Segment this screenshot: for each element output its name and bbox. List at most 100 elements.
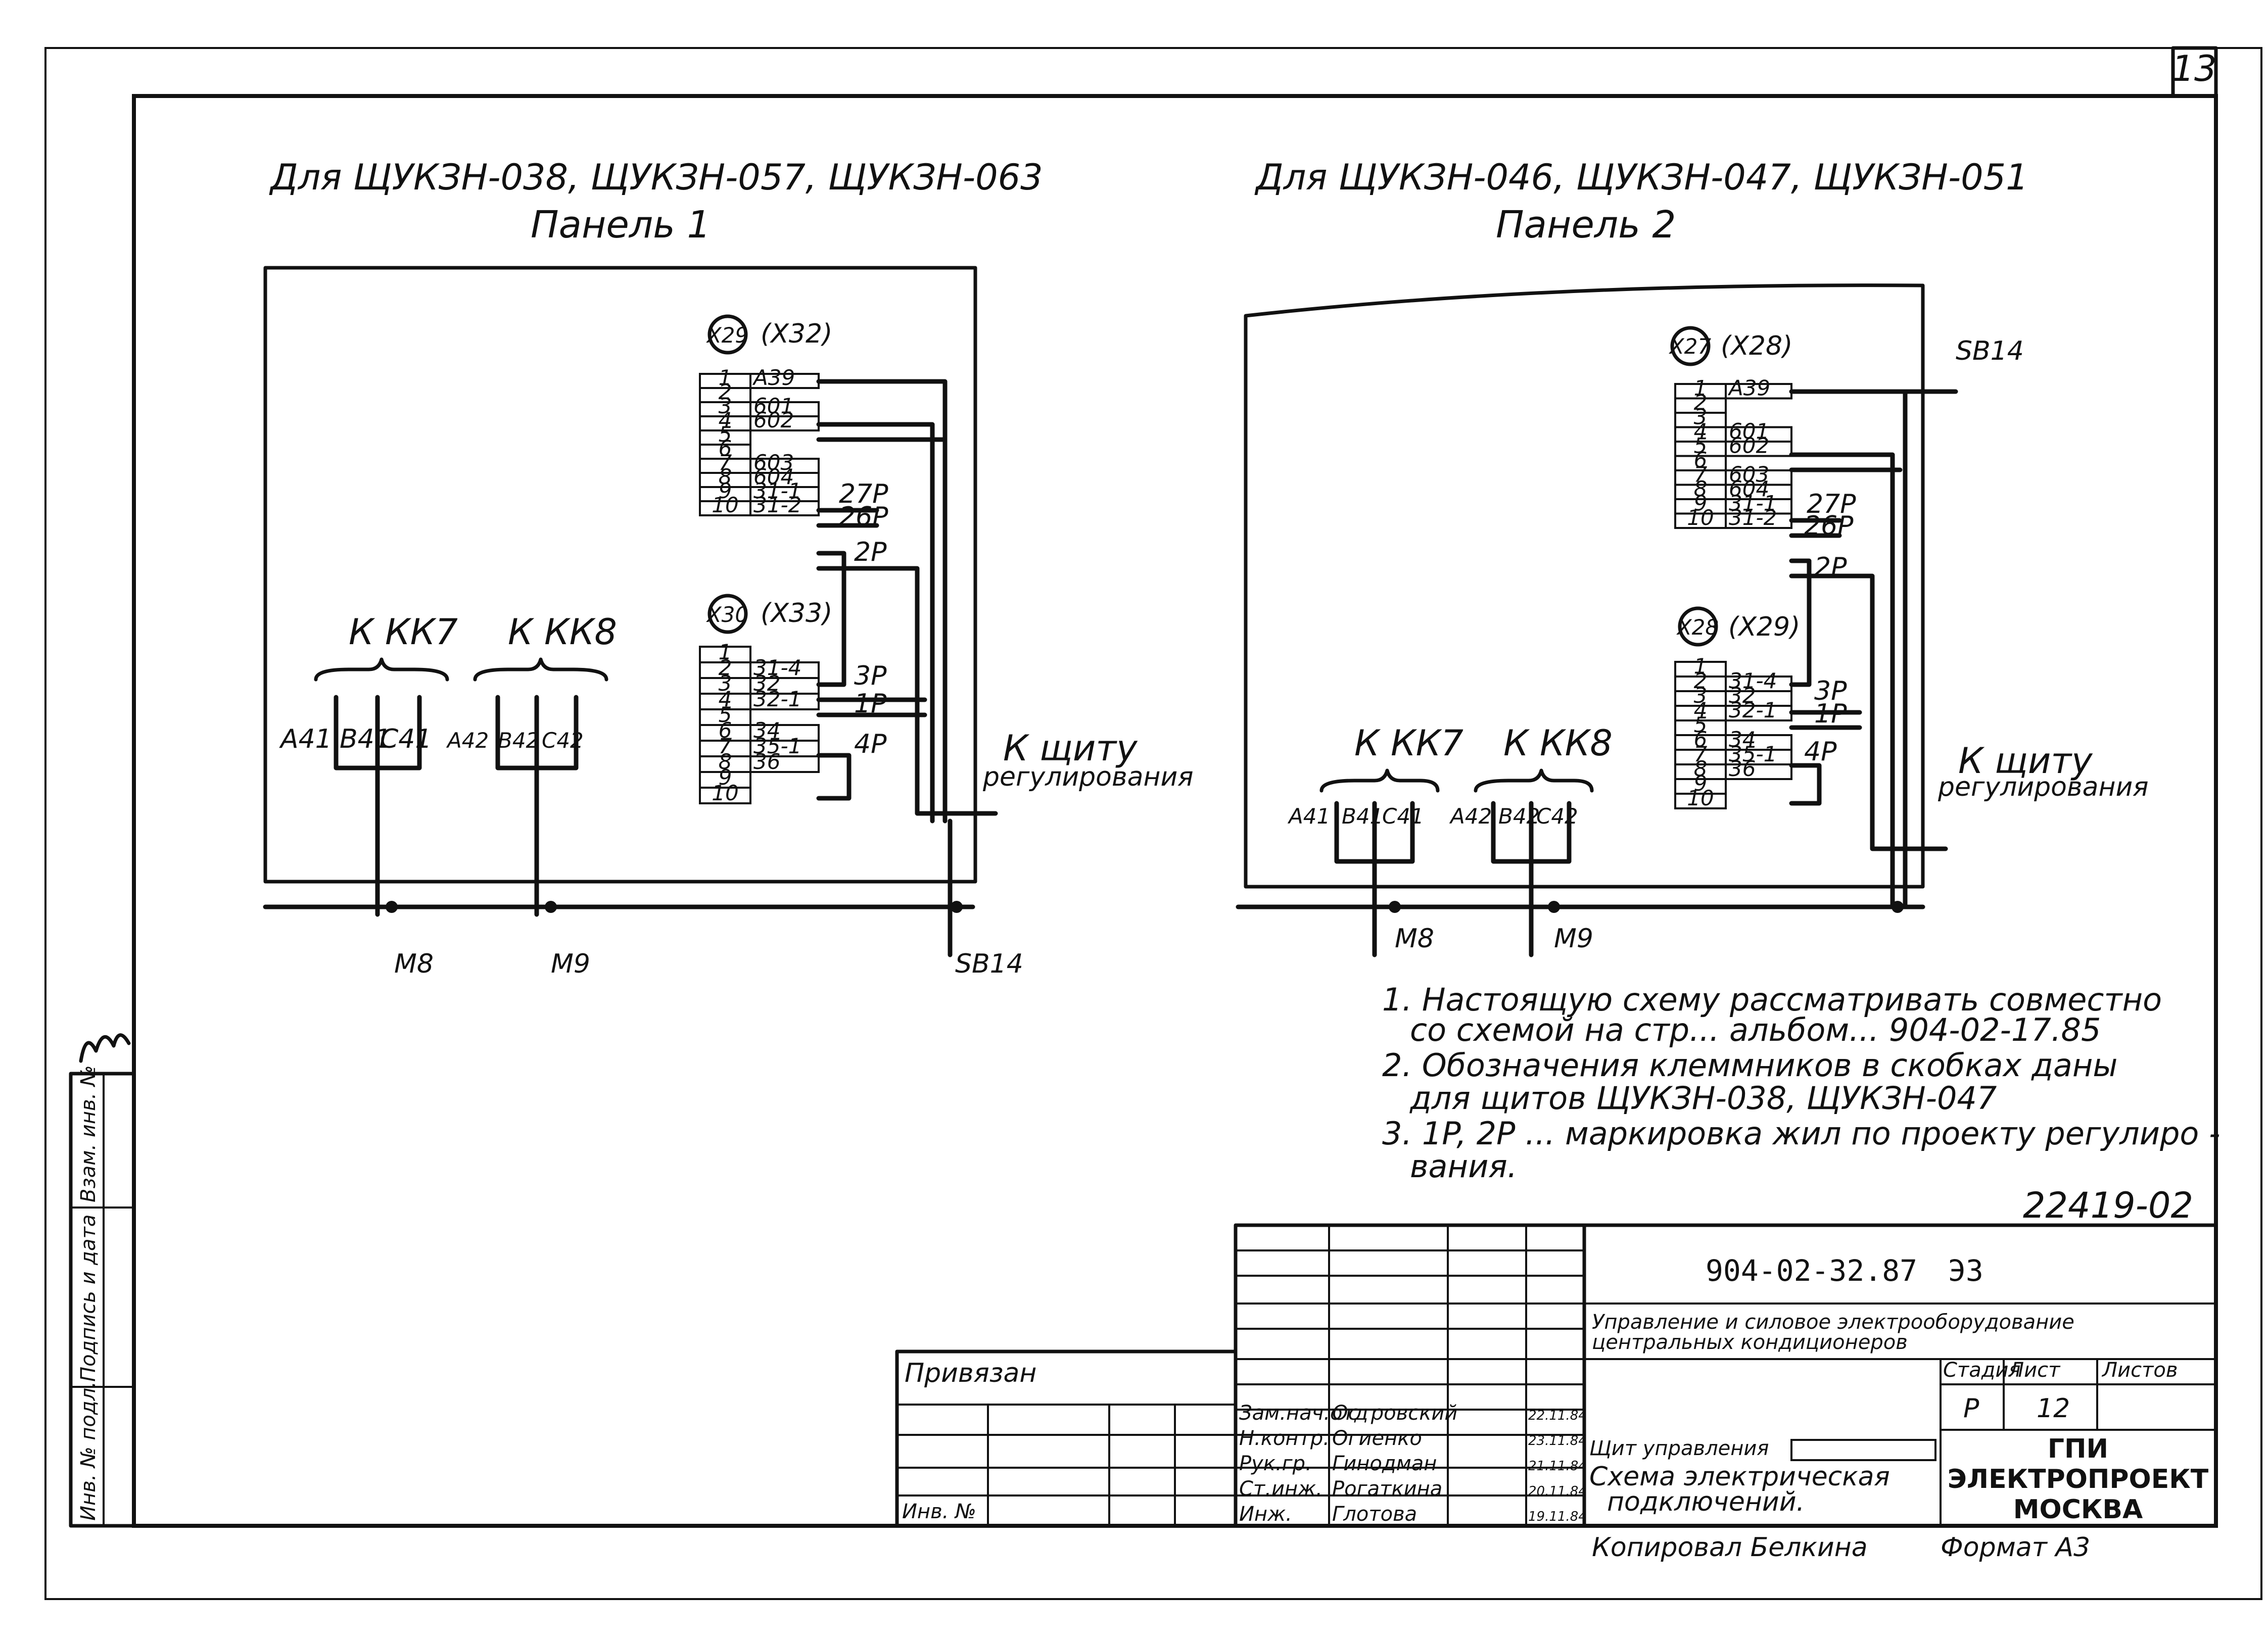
- motor-m8: M8: [394, 949, 434, 979]
- terminal-number: 2: [1694, 390, 1708, 415]
- junction-m8: [386, 901, 398, 913]
- date-cell: 23.11.84: [1528, 1433, 1587, 1449]
- terminal-number: 1: [719, 640, 732, 664]
- terminal-number: 10: [712, 781, 738, 805]
- kk8-label: К КК8: [1503, 722, 1613, 764]
- m8-feeder: [1334, 801, 1415, 957]
- handwritten-sign: [79, 1033, 131, 1063]
- m8-feeder: [334, 695, 422, 917]
- marker-2p: 2P: [1814, 552, 1847, 583]
- doc-number: 22419-02: [2023, 1185, 2193, 1226]
- panel-1: Для ЩУКЗН-038, ЩУКЗН-057, ЩУКЗН-063 Пане…: [263, 157, 1194, 979]
- marker-3p: 3P: [854, 661, 887, 691]
- wire-label: 31-1: [753, 478, 801, 503]
- phase-b41: B41: [1342, 804, 1383, 829]
- wire-31-1: [816, 551, 846, 687]
- page-number-box: [2171, 46, 2218, 98]
- format-label: Формат А3: [1941, 1532, 2090, 1563]
- to-panel-1: К щиту: [1958, 740, 2093, 782]
- name-cell: Островский: [1332, 1402, 1457, 1425]
- wire-a39: [816, 379, 948, 824]
- terminal-number: 3: [1694, 683, 1708, 708]
- terminal-number: 7: [1694, 462, 1708, 487]
- marker-3p: 3P: [1814, 676, 1847, 706]
- terminal-number: 4: [719, 408, 732, 432]
- org-line-2: ЭЛЕКТРОПРОЕКТ: [1948, 1464, 2209, 1494]
- to-panel-1: К щиту: [1003, 728, 1138, 769]
- notes: 1. Настоящую схему рассматривать совмест…: [1382, 981, 2220, 1185]
- terminal-number: 10: [1687, 786, 1714, 810]
- terminal-number: 5: [1694, 712, 1708, 737]
- wire-label: 36: [753, 749, 780, 774]
- junction-m9: [545, 901, 557, 913]
- page-number: 13: [2171, 48, 2216, 89]
- wire-label: 32: [1729, 683, 1756, 708]
- block-a-alt: (X28): [1721, 331, 1792, 361]
- role-cell: Инж.: [1239, 1503, 1292, 1526]
- side-replace-label: Взам. инв. №: [77, 1065, 100, 1202]
- terminal-cell: [699, 787, 751, 804]
- terminal-number: 7: [719, 450, 732, 475]
- role-cell: Н.контр.: [1239, 1427, 1330, 1450]
- role-cell: Рук.гр.: [1239, 1452, 1312, 1475]
- block-a-circle: [707, 314, 748, 355]
- phase-c42: C42: [1536, 804, 1578, 829]
- inv-label: Инв. №: [902, 1500, 976, 1523]
- terminal-number: 8: [719, 749, 732, 774]
- outer-border: [44, 47, 2262, 1600]
- block-b-circle: [707, 594, 748, 634]
- wire-31-2: [816, 566, 998, 816]
- terminal-number: 6: [719, 718, 732, 743]
- privyazan-block: [895, 1349, 1238, 1528]
- wire-label: 35-1: [753, 734, 801, 758]
- sb14-top-label: SB14: [1956, 336, 2024, 366]
- terminal-number: 3: [1694, 405, 1708, 429]
- block-b-alt: (X29): [1728, 612, 1800, 642]
- wire-34: [1789, 763, 1822, 806]
- phase-a41: A41: [279, 724, 332, 754]
- wire-label: 31-4: [753, 655, 801, 680]
- terminal-number: 7: [719, 734, 732, 758]
- kk8-brace: [1474, 768, 1594, 793]
- sb14-label: SB14: [955, 949, 1023, 979]
- privyazan-label: Привязан: [905, 1358, 1036, 1388]
- sheet-value: 12: [2037, 1393, 2070, 1424]
- terminal-number: 7: [1694, 742, 1708, 766]
- terminal-number: 6: [1694, 727, 1708, 752]
- panel-2-enclosure: [1244, 283, 1925, 889]
- title-line-1: Управление и силовое электрооборудование: [1592, 1311, 2074, 1334]
- panel-1-heading: Для ЩУКЗН-038, ЩУКЗН-057, ЩУКЗН-063: [269, 157, 1043, 198]
- terminal-number: 8: [719, 464, 732, 489]
- wire-label: 32-1: [753, 687, 801, 711]
- sign-grid-lines: [1236, 1225, 1584, 1526]
- wire-label: A39: [1727, 376, 1770, 401]
- wire-label: 603: [753, 450, 794, 475]
- wire-label: 604: [1729, 476, 1769, 501]
- terminal-number: 2: [719, 655, 732, 680]
- panel-1-enclosure: [263, 266, 977, 884]
- wire-31-2: [1789, 573, 1948, 851]
- wire-601: [816, 422, 935, 824]
- name-cell: Глотова: [1332, 1503, 1417, 1526]
- kk7-label: К КК7: [1354, 722, 1463, 764]
- terminal-number: 3: [719, 394, 732, 418]
- date-cell: 19.11.84: [1528, 1509, 1587, 1524]
- terminal-number: 9: [719, 765, 732, 790]
- doc-title-3: подключений.: [1607, 1487, 1805, 1517]
- marker-1p: 1P: [1814, 699, 1847, 729]
- terminal-number: 1: [719, 365, 732, 390]
- m9-feeder: [1491, 801, 1572, 957]
- terminal-number: 10: [712, 493, 738, 517]
- terminal-number: 8: [1694, 756, 1708, 781]
- kk8-label: К КК8: [508, 611, 617, 653]
- block-a-circle: [1670, 326, 1711, 366]
- wire-label: 35-1: [1729, 742, 1777, 766]
- terminal-number: 2: [719, 379, 732, 404]
- note-line-5: 3. 1P, 2P ... маркировка жил по проекту …: [1382, 1115, 2220, 1152]
- terminal-number: 2: [1694, 668, 1708, 693]
- wire-label: 32-1: [1729, 698, 1777, 722]
- to-panel-2: регулирования: [982, 762, 1194, 792]
- wire-label: 34: [753, 718, 780, 743]
- motor-m9: M9: [551, 949, 590, 979]
- stage-header: Стадия: [1943, 1359, 2020, 1382]
